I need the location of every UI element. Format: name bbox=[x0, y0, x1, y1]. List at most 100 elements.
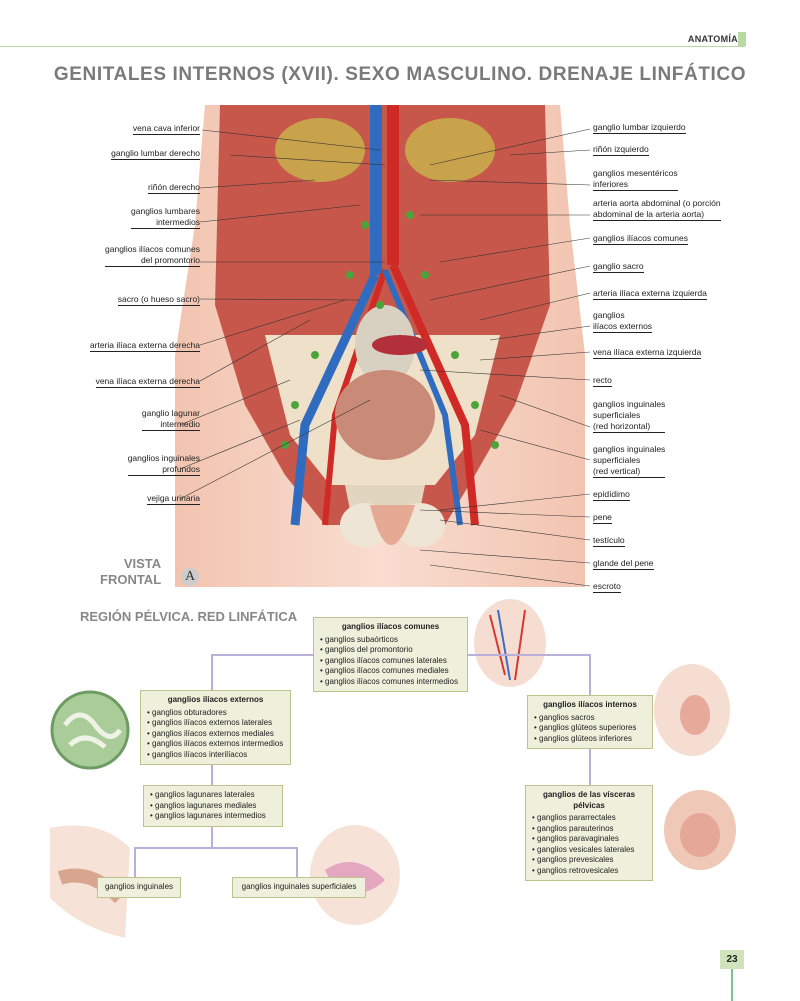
figure-label-line: ganglio lumbar derecho bbox=[111, 148, 200, 158]
figure-label: recto bbox=[593, 375, 612, 387]
box-inguinales: ganglios inguinales bbox=[97, 877, 181, 898]
pelvis-thumbnail bbox=[474, 599, 546, 687]
figure-label: riñón derecho bbox=[148, 182, 200, 194]
page-number: 23 bbox=[720, 950, 744, 969]
figure-label: testículo bbox=[593, 535, 625, 547]
box-title: ganglios ilíacos externos bbox=[167, 695, 264, 704]
figure-label: arteria ilíaca externa izquierda bbox=[593, 288, 707, 300]
list-item: ganglios sacros bbox=[534, 713, 646, 724]
header-rule bbox=[0, 46, 745, 47]
list-item: ganglios ilíacos externos laterales bbox=[147, 718, 284, 729]
figure-label: pene bbox=[593, 512, 612, 524]
list-item: ganglios ilíacos comunes intermedios bbox=[320, 677, 461, 688]
list-item: ganglios prevesicales bbox=[532, 855, 646, 866]
figure-label: ganglio lumbar derecho bbox=[111, 148, 200, 160]
figure-label-line: (red vertical) bbox=[593, 466, 641, 476]
figure-label: vejiga urinaria bbox=[147, 493, 200, 505]
leader-lines bbox=[179, 128, 591, 587]
box-iliacos-externos: ganglios ilíacos externos ganglios obtur… bbox=[140, 690, 291, 765]
figure-label-line: epidídimo bbox=[593, 489, 630, 499]
figure-label: epidídimo bbox=[593, 489, 630, 501]
list-item: ganglios vesicales laterales bbox=[532, 845, 646, 856]
figure-label: ganglio sacro bbox=[593, 261, 644, 273]
list-item: ganglios lagunares laterales bbox=[150, 790, 276, 801]
box-title: ganglios ilíacos comunes bbox=[341, 622, 440, 631]
box-visceras-pelvicas: ganglios de las vísceras pélvicas gangli… bbox=[525, 785, 653, 881]
list-item: ganglios ilíacos comunes mediales bbox=[320, 666, 461, 677]
box-inguinales-superficiales: ganglios inguinales superficiales bbox=[232, 877, 366, 898]
figure-label-line: profundos bbox=[162, 464, 200, 474]
figure-label-line: ganglios lumbares bbox=[131, 206, 200, 216]
figure-label: glande del pene bbox=[593, 558, 654, 570]
figure-label: sacro (o hueso sacro) bbox=[117, 294, 200, 306]
figure-label-line: ganglio sacro bbox=[593, 261, 644, 271]
figure-label-line: (red horizontal) bbox=[593, 421, 651, 431]
figure-label: ganglios ilíacos comunes bbox=[593, 233, 688, 245]
figure-label-line: ganglios mesentéricos bbox=[593, 168, 678, 178]
figure-label-line: vena ilíaca externa izquierda bbox=[593, 347, 702, 357]
list-item: ganglios parauterinos bbox=[532, 824, 646, 835]
figure-label-line: arteria ilíaca externa derecha bbox=[89, 340, 200, 350]
figure-label-line: recto bbox=[593, 375, 612, 385]
figure-label-line: inferiores bbox=[593, 179, 628, 189]
list-item: ganglios ilíacos comunes laterales bbox=[320, 656, 461, 667]
figure-label: vena ilíaca externa izquierda bbox=[593, 347, 702, 359]
figure-label-line: ganglios ilíacos comunes bbox=[105, 244, 200, 254]
figure-label-line: ganglio lagunar bbox=[141, 408, 200, 418]
figure-label-line: escroto bbox=[593, 581, 621, 591]
figure-label-line: intermedios bbox=[156, 217, 200, 227]
figure-label-line: pene bbox=[593, 512, 612, 522]
list-item: ganglios subaórticos bbox=[320, 635, 461, 646]
figure-label-line: ganglios bbox=[593, 310, 625, 320]
figure-label: vena cava inferior bbox=[132, 123, 200, 135]
figure-label: arteria ilíaca externa derecha bbox=[89, 340, 200, 352]
list-item: ganglios glúteos superiores bbox=[534, 723, 646, 734]
figure-label-line: sacro (o hueso sacro) bbox=[117, 294, 200, 304]
list-item: ganglios lagunares intermedios bbox=[150, 811, 276, 822]
box-iliacos-internos: ganglios ilíacos internos ganglios sacro… bbox=[527, 695, 653, 749]
figure-label-line: riñón izquierdo bbox=[593, 144, 649, 154]
lymph-node-illustration bbox=[50, 690, 130, 770]
figure-label-line: superficiales bbox=[593, 410, 641, 420]
list-item: ganglios ilíacos externos mediales bbox=[147, 729, 284, 740]
figure-label: riñón izquierdo bbox=[593, 144, 649, 156]
figure-label-line: riñón derecho bbox=[148, 182, 200, 192]
box-iliacos-comunes: ganglios ilíacos comunes ganglios subaór… bbox=[313, 617, 468, 692]
figure-label-line: ganglios inguinales bbox=[127, 453, 200, 463]
list-item: ganglios glúteos inferiores bbox=[534, 734, 646, 745]
page-title: GENITALES INTERNOS (XVII). SEXO MASCULIN… bbox=[53, 64, 747, 85]
figure-label: vena ilíaca externa derecha bbox=[95, 376, 200, 388]
figure-label: ganglio lumbar izquierdo bbox=[593, 122, 686, 134]
figure-label-line: vena cava inferior bbox=[132, 123, 200, 133]
list-item: ganglios ilíacos interilíacos bbox=[147, 750, 284, 761]
list-item: ganglios lagunares mediales bbox=[150, 801, 276, 812]
list-item: ganglios paravaginales bbox=[532, 834, 646, 845]
figure-badge: A bbox=[181, 568, 199, 586]
figure-label-line: intermedio bbox=[160, 419, 200, 429]
figure-label-line: ganglio lumbar izquierdo bbox=[593, 122, 686, 132]
list-item: ganglios pararrectales bbox=[532, 813, 646, 824]
page-number-rule bbox=[731, 969, 733, 1001]
section-tab bbox=[738, 32, 746, 46]
figure-label-line: arteria aorta abdominal (o porción bbox=[593, 198, 721, 208]
figure-label-line: glande del pene bbox=[593, 558, 654, 568]
box-title: ganglios ilíacos internos bbox=[543, 700, 637, 709]
figure-label-line: ganglios ilíacos comunes bbox=[593, 233, 688, 243]
figure-label-line: ganglios inguinales bbox=[593, 444, 666, 454]
figure-label-line: ganglios inguinales bbox=[593, 399, 666, 409]
figure-label-line: superficiales bbox=[593, 455, 641, 465]
section-label: ANATOMÍA bbox=[687, 34, 738, 44]
list-item: ganglios del promontorio bbox=[320, 645, 461, 656]
figure-label-line: del promontorio bbox=[140, 255, 200, 265]
